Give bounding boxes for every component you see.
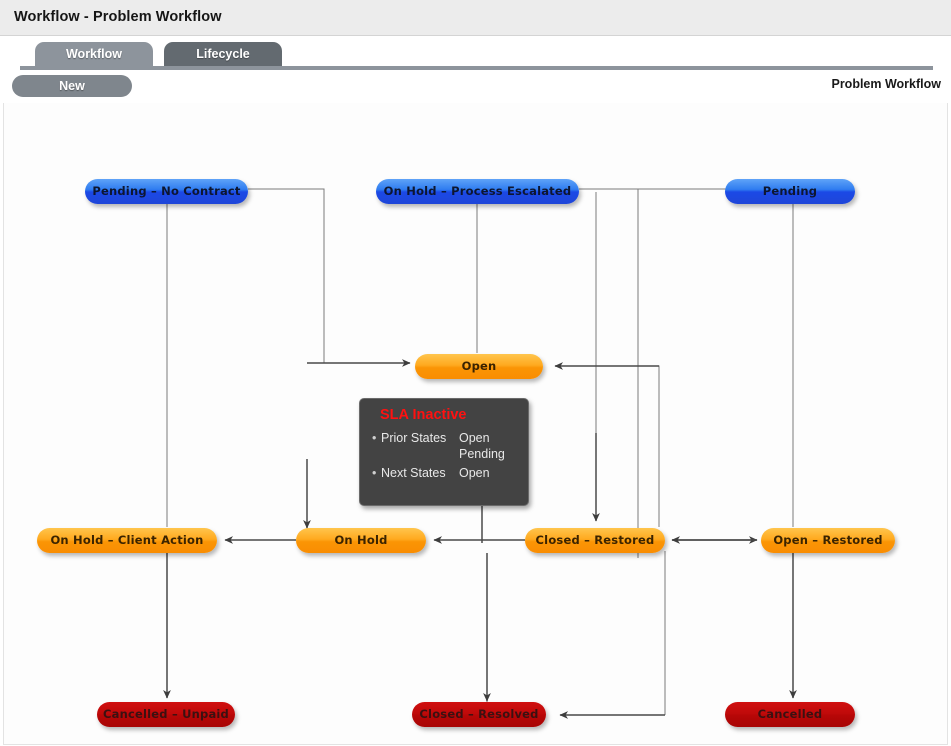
workflow-node-cancelled[interactable]: Cancelled	[725, 702, 855, 727]
tab-lifecycle[interactable]: Lifecycle	[164, 42, 282, 67]
tooltip-title: SLA Inactive	[380, 407, 467, 423]
tooltip-value: Pending	[459, 447, 505, 461]
tab-strip: Workflow Lifecycle	[0, 37, 951, 71]
workflow-node-open[interactable]: Open	[415, 354, 543, 379]
window-title: Workflow - Problem Workflow	[14, 9, 222, 25]
tooltip-row: • Next States Open	[372, 465, 518, 481]
toolbar: New Problem Workflow	[0, 72, 951, 102]
workflow-node-open-restored[interactable]: Open – Restored	[761, 528, 895, 553]
workflow-diagram-canvas: Pending – No Contract On Hold – Process E…	[3, 103, 948, 745]
workflow-node-pending-no-contract[interactable]: Pending – No Contract	[85, 179, 248, 204]
tooltip-row-values: Open	[459, 465, 490, 481]
tooltip-value: Open	[459, 466, 490, 480]
workflow-node-on-hold-client-action[interactable]: On Hold – Client Action	[37, 528, 217, 553]
workflow-node-cancelled-unpaid[interactable]: Cancelled – Unpaid	[97, 702, 235, 727]
workflow-node-closed-resolved[interactable]: Closed – Resolved	[412, 702, 546, 727]
workflow-node-pending[interactable]: Pending	[725, 179, 855, 204]
window-titlebar: Workflow - Problem Workflow	[0, 0, 951, 36]
workflow-node-on-hold[interactable]: On Hold	[296, 528, 426, 553]
page-title: Problem Workflow	[831, 77, 941, 91]
tooltip-row-key: Prior States	[381, 431, 447, 445]
bullet-icon: •	[372, 466, 377, 480]
bullet-icon: •	[372, 431, 377, 445]
tab-workflow[interactable]: Workflow	[35, 42, 153, 67]
tooltip-row-key: Next States	[381, 466, 446, 480]
workflow-node-on-hold-process-escalated[interactable]: On Hold – Process Escalated	[376, 179, 579, 204]
new-button[interactable]: New	[12, 75, 132, 97]
tooltip-value: Open	[459, 431, 490, 445]
tab-underline	[20, 66, 933, 70]
workflow-node-closed-restored[interactable]: Closed – Restored	[525, 528, 665, 553]
